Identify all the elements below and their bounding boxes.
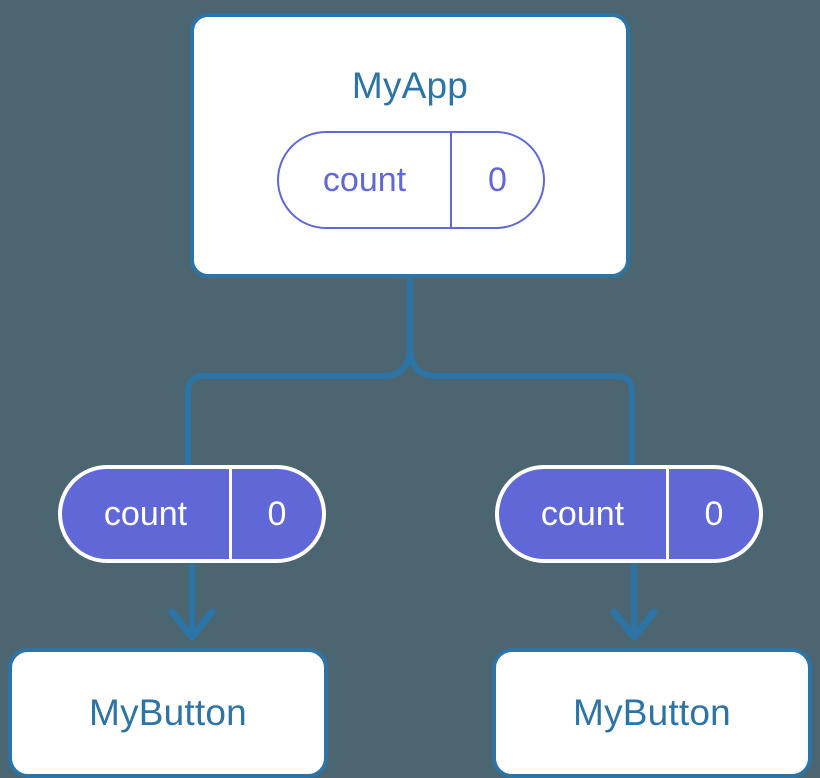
prop-pill-key: count bbox=[62, 469, 232, 559]
state-pill-value: 0 bbox=[488, 160, 507, 199]
component-label-myapp: MyApp bbox=[351, 65, 469, 106]
prop-pill-count-right[interactable]: count 0 bbox=[495, 465, 763, 563]
component-label-mybutton-left: MyButton bbox=[89, 692, 247, 733]
branch-wire-right bbox=[407, 351, 635, 470]
branch-wire-left bbox=[185, 351, 413, 470]
state-pill-key: count bbox=[279, 133, 452, 227]
prop-pill-value: 0 bbox=[704, 494, 724, 533]
state-pill-count-root[interactable]: count 0 bbox=[277, 131, 545, 229]
component-card-mybutton-right[interactable]: MyButton bbox=[492, 648, 812, 778]
prop-pill-key: count bbox=[499, 469, 669, 559]
prop-pill-count-left[interactable]: count 0 bbox=[58, 465, 326, 563]
arrow-head-right-icon bbox=[610, 608, 658, 641]
component-label-mybutton-right: MyButton bbox=[573, 692, 731, 733]
prop-pill-value: 0 bbox=[267, 494, 287, 533]
component-card-mybutton-left[interactable]: MyButton bbox=[8, 648, 328, 778]
arrow-head-left-icon bbox=[168, 608, 216, 641]
